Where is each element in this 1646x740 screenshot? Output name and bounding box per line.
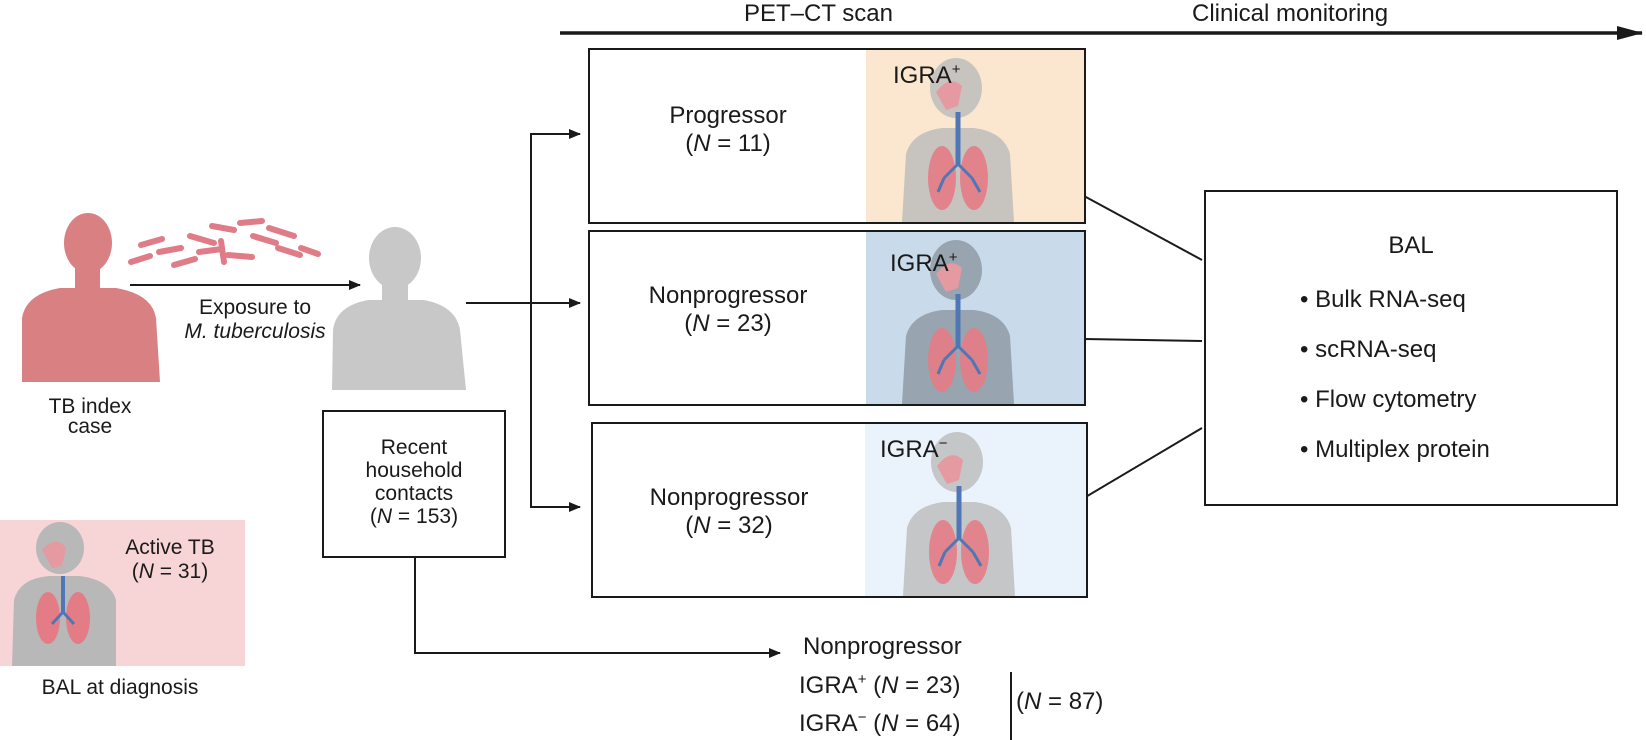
- index-person-figure: [22, 213, 160, 382]
- bal-item-bulk-rna-seq: • Bulk RNA-seq: [1300, 286, 1466, 313]
- bal-item-scrna-seq: • scRNA-seq: [1300, 336, 1437, 363]
- bacteria-cluster: [128, 218, 321, 268]
- bottom-row-igra-pos: IGRA+ (N = 23): [799, 671, 961, 699]
- lung-figure-nonprogressor-pos: [902, 240, 1014, 404]
- active-tb-lung-figure: [12, 522, 116, 666]
- bal-item-multiplex-protein: • Multiplex protein: [1300, 436, 1490, 463]
- bal-title: BAL: [1388, 232, 1434, 259]
- lung-figure-progressor: [902, 58, 1014, 222]
- active-tb-title: Active TB: [125, 536, 215, 559]
- group-n-nonprogressor-pos: (N = 23): [684, 310, 772, 337]
- bottom-nonprogressor-title: Nonprogressor: [803, 633, 962, 660]
- exposure-label: Exposure to M. tuberculosis: [184, 296, 326, 343]
- group-box-nonprogressor-igra-pos: IGRA+ Nonprogressor (N = 23): [588, 230, 1086, 406]
- active-tb-n: (N = 31): [131, 560, 209, 583]
- group-box-progressor: IGRA+ Progressor (N = 11): [588, 48, 1086, 224]
- timeline-pet-ct-label: PET–CT scan: [744, 0, 893, 27]
- bal-at-diagnosis-label: BAL at diagnosis: [41, 676, 199, 699]
- group-name-nonprogressor-neg: Nonprogressor: [649, 484, 809, 511]
- bottom-total-n: (N = 87): [1016, 688, 1104, 715]
- group-name-progressor: Progressor: [669, 102, 787, 129]
- household-contacts-box: Recent household contacts (N = 153): [322, 410, 506, 558]
- bal-assays-box: BAL • Bulk RNA-seq • scRNA-seq • Flow cy…: [1204, 190, 1618, 506]
- lung-figure-nonprogressor-neg: [903, 432, 1015, 596]
- bal-item-flow-cytometry: • Flow cytometry: [1300, 386, 1477, 413]
- igra-label-nonprogressor-neg: IGRA: [880, 436, 939, 463]
- group-box-nonprogressor-igra-neg: IGRA− Nonprogressor (N = 32): [591, 422, 1088, 598]
- igra-label-nonprogressor-pos: IGRA: [890, 250, 949, 277]
- group-n-nonprogressor-neg: (N = 32): [685, 512, 773, 539]
- igra-label-progressor: IGRA: [893, 62, 952, 89]
- bottom-row-igra-neg: IGRA− (N = 64): [799, 709, 961, 737]
- index-case-label: TB index case: [48, 395, 132, 438]
- contact-person-figure: [332, 227, 466, 390]
- timeline-clinical-label: Clinical monitoring: [1192, 0, 1389, 27]
- group-name-nonprogressor-pos: Nonprogressor: [648, 282, 808, 309]
- active-tb-panel: Active TB (N = 31): [0, 520, 245, 666]
- group-n-progressor: (N = 11): [685, 130, 771, 157]
